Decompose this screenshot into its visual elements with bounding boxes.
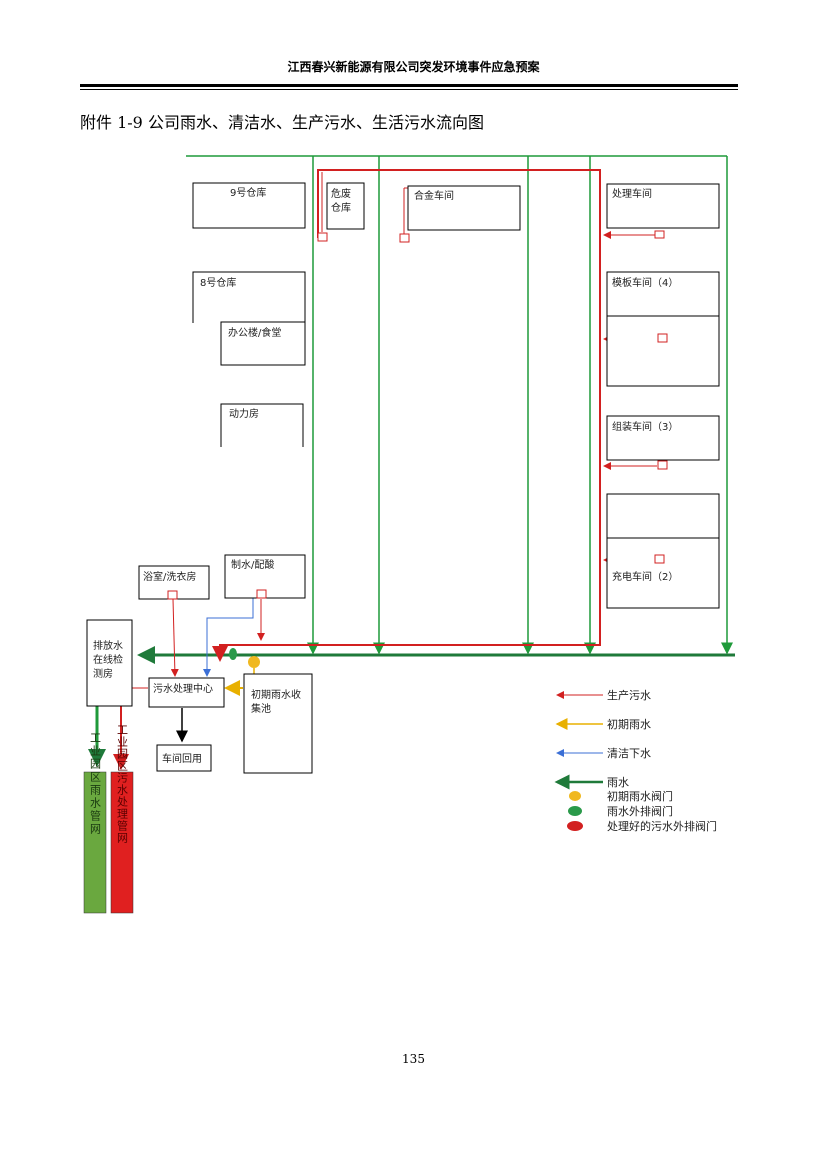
rain-discharge-valve xyxy=(229,648,237,660)
wwtp-label: 污水处理中心 xyxy=(153,682,213,695)
drain-room-label-1: 排放水 xyxy=(93,639,123,652)
dorm-label: 浴室/洗衣房 xyxy=(143,570,196,583)
legend: 生产污水 初期雨水 清洁下水 雨水 初期雨水阀门 雨水外排阀门 处理好的污水外排… xyxy=(554,688,717,833)
legend-initial-rain-valve-icon xyxy=(569,791,581,801)
charging-shop-box xyxy=(606,493,720,609)
drain-room-label-2: 在线检 xyxy=(93,653,123,666)
office-label: 办公楼/食堂 xyxy=(228,326,281,339)
outlet-marker xyxy=(167,590,178,600)
initial-rain-valve xyxy=(248,656,260,668)
outlet-marker xyxy=(657,460,668,470)
legend-production-label: 生产污水 xyxy=(607,688,651,702)
assembly-shop-box xyxy=(407,185,521,231)
outlet-marker xyxy=(654,230,665,239)
drain-room-label-3: 测房 xyxy=(93,667,113,680)
clean-water-line xyxy=(203,597,254,677)
figure-title: 附件 1-9 公司雨水、清洁水、生产污水、生活污水流向图 xyxy=(80,113,484,132)
production-wastewater-branches xyxy=(117,172,657,692)
treatment-shop-box xyxy=(606,183,720,229)
warehouse9-box xyxy=(192,182,306,229)
office-box xyxy=(220,321,306,366)
legend-treated-valve-icon xyxy=(567,821,583,831)
waste-store-label-2: 仓库 xyxy=(331,201,351,214)
charging-shop-label: 充电车间（2） xyxy=(612,570,678,583)
sewage-network-label: 工业园区污水处理管网 xyxy=(116,724,129,844)
assembly-shop3-label: 组装车间（3） xyxy=(612,420,678,433)
warehouse9-label: 9号仓库 xyxy=(230,186,266,199)
legend-rain-valve-icon xyxy=(568,806,582,816)
rain-flow-lines xyxy=(186,155,733,655)
outlet-marker xyxy=(657,333,668,343)
warehouse8-box xyxy=(192,271,306,323)
power-room-box xyxy=(220,403,304,447)
rain-network-label: 工业园区雨水管网 xyxy=(89,732,102,836)
rain-pool-box xyxy=(243,673,313,774)
reuse-box xyxy=(156,744,212,772)
header-rule-thick xyxy=(80,84,738,87)
legend-rain-label: 雨水 xyxy=(607,776,629,789)
treatment-shop-label: 处理车间 xyxy=(612,187,652,200)
rain-pool-label-2: 集池 xyxy=(251,702,271,715)
legend-rain-valve-label: 雨水外排阀门 xyxy=(607,804,673,818)
outlet-marker xyxy=(317,232,328,242)
legend-clean-label: 清洁下水 xyxy=(607,747,651,760)
rain-pool-label-1: 初期雨水收 xyxy=(251,688,301,701)
legend-initial-rain-label: 初期雨水 xyxy=(607,717,651,731)
drain-room-box xyxy=(86,619,133,707)
outlet-marker xyxy=(256,589,267,599)
template-shop-box xyxy=(606,271,720,387)
header-rule-thin xyxy=(80,89,738,90)
page-number: 135 xyxy=(402,1052,425,1066)
template-shop-label: 模板车间（4） xyxy=(612,276,678,289)
rain-network-box xyxy=(83,771,107,914)
sewage-network-box xyxy=(110,771,134,914)
assembly-shop3-box xyxy=(606,415,720,461)
assembly-shop-label: 合金车间 xyxy=(414,189,454,202)
legend-treated-valve-label: 处理好的污水外排阀门 xyxy=(607,819,717,833)
outlet-marker xyxy=(399,233,410,243)
waste-store-label-1: 危废 xyxy=(331,187,351,200)
legend-initial-rain-valve-label: 初期雨水阀门 xyxy=(607,789,673,803)
outlet-marker xyxy=(654,554,665,564)
production-wastewater-lines xyxy=(212,169,601,662)
warehouse8-label: 8号仓库 xyxy=(200,276,236,289)
power-room-label: 动力房 xyxy=(229,407,259,420)
wwtp-box xyxy=(148,677,225,708)
reuse-label: 车间回用 xyxy=(162,752,202,765)
page-header: 江西春兴新能源有限公司突发环境事件应急预案 xyxy=(287,60,540,74)
water-make-label: 制水/配酸 xyxy=(231,558,274,571)
waste-store-box xyxy=(326,182,365,230)
